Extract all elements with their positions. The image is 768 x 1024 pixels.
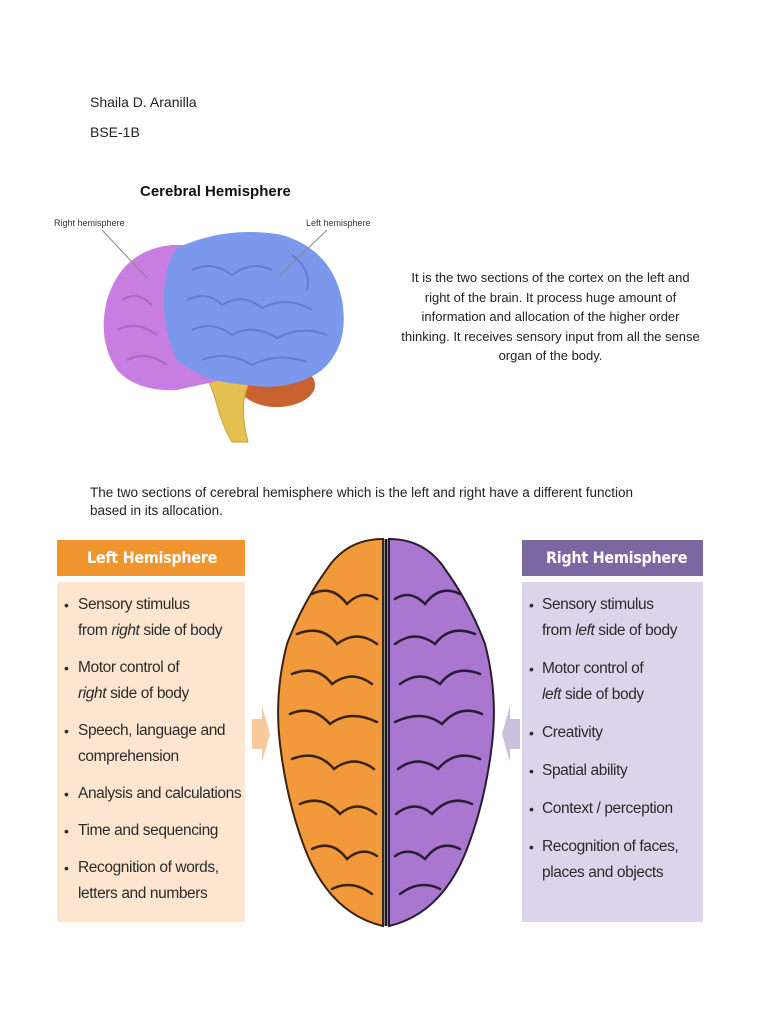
list-item-emphasis: right <box>78 685 107 702</box>
list-item: • Sensory stimulus from right side of body <box>57 592 245 644</box>
bullet-icon: • <box>529 839 534 855</box>
list-item-suffix: side of body <box>139 622 223 639</box>
right-hemisphere-panel: Right Hemisphere • Sensory stimulus from l… <box>522 540 703 922</box>
list-item-line1: Creativity <box>542 724 603 741</box>
left-function-list: • Sensory stimulus from right side of body… <box>57 582 245 907</box>
list-item: • Spatial ability <box>522 758 703 784</box>
brain-side-view-illustration <box>101 229 344 443</box>
list-item: • Analysis and calculations <box>57 781 245 807</box>
list-item-line2: places and objects <box>542 864 664 881</box>
bullet-icon: • <box>529 597 534 613</box>
list-item: • Sensory stimulus from left side of body <box>522 592 703 644</box>
list-item-emphasis: left <box>542 686 562 703</box>
right-hemisphere-top <box>388 537 495 928</box>
left-panel-title: Left Hemisphere <box>57 540 245 576</box>
bullet-icon: • <box>529 801 534 817</box>
list-item-line1: Motor control of <box>78 659 180 676</box>
list-item-line2: from <box>542 622 576 639</box>
list-item-line1: Time and sequencing <box>78 822 219 839</box>
bullet-icon: • <box>64 823 69 839</box>
list-item: • Context / perception <box>522 796 703 822</box>
list-item-line2: letters and numbers <box>78 885 208 902</box>
list-item-line1: Recognition of faces, <box>542 838 679 855</box>
left-panel-body: • Sensory stimulus from right side of body… <box>57 582 245 922</box>
list-item-line2: from <box>78 622 112 639</box>
right-hemisphere-label: Right hemisphere <box>54 218 125 228</box>
brain-top-view-illustration <box>252 537 520 928</box>
bullet-icon: • <box>529 763 534 779</box>
list-item-line1: Sensory stimulus <box>542 596 654 613</box>
bullet-icon: • <box>64 723 69 739</box>
right-arrow-icon <box>502 706 520 762</box>
list-item: • Motor control of right side of body <box>57 655 245 707</box>
bullet-icon: • <box>64 786 69 802</box>
list-item: • Creativity <box>522 720 703 746</box>
bullet-icon: • <box>529 661 534 677</box>
bullet-icon: • <box>64 860 69 876</box>
list-item: • Motor control of left side of body <box>522 656 703 708</box>
section-code: BSE-1B <box>90 124 140 140</box>
list-item-emphasis: left <box>575 622 595 639</box>
right-panel-title: Right Hemisphere <box>522 540 703 576</box>
brain-stem <box>201 367 259 443</box>
bullet-icon: • <box>529 725 534 741</box>
list-item-line1: Sensory stimulus <box>78 596 190 613</box>
hemisphere-description: It is the two sections of the cortex on … <box>401 270 700 363</box>
left-hemisphere-label: Left hemisphere <box>306 218 371 228</box>
list-item: • Time and sequencing <box>57 818 245 844</box>
list-item-suffix: side of body <box>561 686 644 703</box>
list-item-line1: Spatial ability <box>542 762 628 779</box>
left-hemisphere-panel: Left Hemisphere • Sensory stimulus from ri… <box>57 540 245 922</box>
list-item: • Recognition of faces, places and objects <box>522 834 703 886</box>
list-item: • Recognition of words, letters and number… <box>57 855 245 907</box>
intro-paragraph: The two sections of cerebral hemisphere … <box>90 485 634 518</box>
figure-title: Cerebral Hemisphere <box>140 183 291 200</box>
bullet-icon: • <box>64 597 69 613</box>
left-arrow-icon <box>252 706 270 762</box>
left-hemisphere-top <box>277 537 384 928</box>
list-item-line2: comprehension <box>78 748 179 765</box>
list-item-suffix: side of body <box>594 622 678 639</box>
list-item: • Speech, language and comprehension <box>57 718 245 770</box>
list-item-line1: Context / perception <box>542 800 673 817</box>
bullet-icon: • <box>64 660 69 676</box>
list-item-line1: Recognition of words, <box>78 859 219 876</box>
author-name: Shaila D. Aranilla <box>90 94 197 110</box>
list-item-suffix: side of body <box>106 685 189 702</box>
list-item-emphasis: right <box>111 622 140 639</box>
list-item-line1: Motor control of <box>542 660 644 677</box>
list-item-line1: Speech, language and <box>78 722 226 739</box>
list-item-line1: Analysis and calculations <box>78 785 242 802</box>
left-hemisphere-shape <box>163 231 344 387</box>
